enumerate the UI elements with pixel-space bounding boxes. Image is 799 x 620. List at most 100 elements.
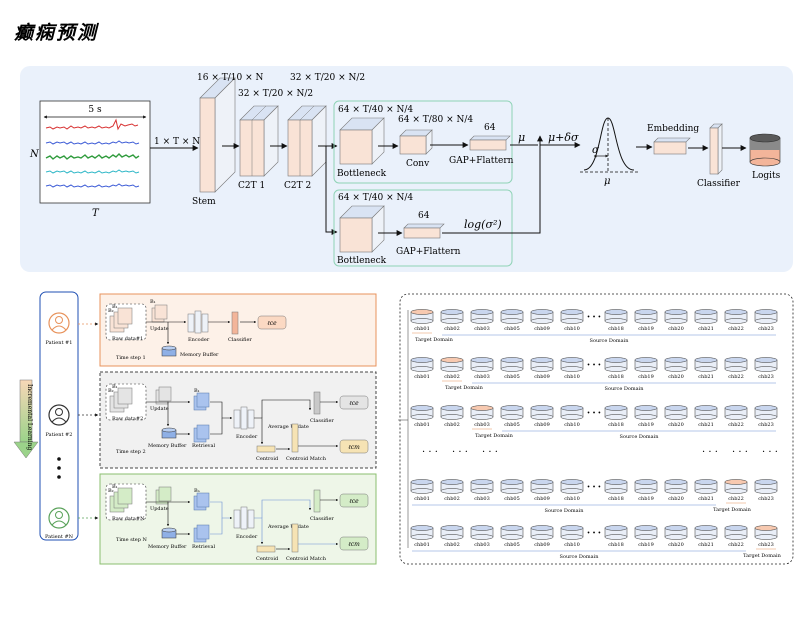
domain-ellipsis: • • •	[587, 362, 601, 369]
mu-sigma-label: μ+δσ	[548, 131, 579, 144]
domain-cylinder	[724, 479, 748, 494]
domain-cylinder	[604, 479, 628, 494]
domain-label: chb22	[728, 422, 744, 428]
conv-dim-label: 64 × T/80 × N/4	[398, 115, 473, 125]
domain-cylinder	[694, 357, 718, 372]
domain-label: chb01	[414, 374, 430, 380]
c2t1-dim-label: 32 × T/20 × N/2	[238, 89, 313, 99]
gap2-dim-label: 64	[418, 211, 430, 221]
domain-cylinder	[440, 405, 464, 420]
domain-label: chb05	[504, 374, 520, 380]
step2-classifier-block	[313, 391, 321, 415]
domain-label: chb03	[474, 422, 490, 428]
domain-label: chb03	[474, 496, 490, 502]
domain-label: chb02	[444, 542, 460, 548]
target-domain-label: Target Domain	[713, 507, 751, 513]
target-domain-label: Target Domain	[445, 385, 483, 391]
domain-cylinder	[724, 405, 748, 420]
step2-mini-stack	[155, 386, 172, 405]
step2-b1: B₁	[112, 384, 118, 390]
domain-cylinder	[410, 405, 434, 420]
step1-raw-label: Raw data#1	[112, 336, 143, 342]
domain-cylinder	[634, 479, 658, 494]
domain-label: chb02	[444, 374, 460, 380]
domain-cylinder	[500, 405, 524, 420]
domain-label: chb18	[608, 496, 624, 502]
gap1-label: GAP+Flattern	[449, 156, 514, 166]
domain-label: chb22	[728, 326, 744, 332]
bottleneck2-block	[339, 205, 385, 253]
stepn-memory-buffer-icon	[161, 527, 177, 539]
domain-cylinder	[560, 357, 584, 372]
domain-label: chb21	[698, 326, 714, 332]
step1-memory-buffer-icon	[161, 345, 177, 357]
stepn-classifier-label: Classifier	[310, 516, 334, 522]
stepn-avg-update-label: Average Update	[267, 524, 309, 530]
gap2-label: GAP+Flattern	[396, 247, 461, 257]
domain-vdots: · · ·	[452, 447, 468, 458]
domain-cylinder	[724, 525, 748, 540]
domain-cylinder	[440, 525, 464, 540]
domain-cylinder	[470, 525, 494, 540]
domain-label: chb20	[668, 326, 684, 332]
step1-b1-mini: B₁	[150, 299, 156, 305]
domain-cylinder	[500, 309, 524, 324]
domain-cylinder	[410, 479, 434, 494]
step2-memory-label: Memory Buffer	[148, 443, 187, 449]
stepn-classifier-block	[313, 489, 321, 513]
domain-ellipsis: • • •	[587, 410, 601, 417]
domain-cylinder	[634, 525, 658, 540]
step1-loss-label: ℓce	[267, 320, 277, 327]
domain-cylinder	[530, 525, 554, 540]
step1-b2: B₂	[108, 308, 114, 314]
eeg-trace-1	[45, 118, 139, 131]
domain-label: chb05	[504, 542, 520, 548]
step2-encoder-block	[233, 406, 255, 430]
step2-blue-stack-top	[193, 392, 210, 411]
domain-label: chb10	[564, 542, 580, 548]
domain-cylinder	[470, 357, 494, 372]
stepn-loss-ce-label: ℓce	[349, 498, 359, 505]
domain-panel	[399, 293, 794, 565]
domain-ellipsis: • • •	[587, 530, 601, 537]
step2-classifier-label: Classifier	[310, 418, 334, 424]
step1-classifier-block	[231, 311, 239, 335]
embedding-block	[653, 137, 691, 155]
bottleneck1-block	[339, 117, 385, 165]
mu-axis-label: μ	[604, 176, 611, 187]
stepn-centroid-label: Centroid	[256, 556, 279, 562]
domain-label: chb05	[504, 326, 520, 332]
domain-cylinder	[530, 405, 554, 420]
step2-centroid-match-label: Centroid Match	[286, 456, 327, 462]
gap2-block	[403, 223, 445, 239]
domain-label: chb01	[414, 326, 430, 332]
domain-cylinder	[604, 309, 628, 324]
domain-label: chb09	[534, 326, 550, 332]
embedding-label: Embedding	[647, 124, 699, 134]
domain-cylinder	[500, 357, 524, 372]
stepn-time-label: Time step N	[116, 537, 148, 543]
step2-loss-ce-label: ℓce	[349, 400, 359, 407]
domain-cylinder	[634, 405, 658, 420]
domain-label: chb10	[564, 422, 580, 428]
eeg-signal-box: 5 s N T	[29, 100, 151, 219]
domain-label: chb22	[728, 496, 744, 502]
domain-cylinder	[470, 405, 494, 420]
c2t2-dim-label: 32 × T/20 × N/2	[290, 73, 365, 83]
domain-cylinder	[664, 479, 688, 494]
stepn-memory-label: Memory Buffer	[148, 544, 187, 550]
stepn-loss-cm-box	[339, 536, 369, 551]
domain-label: chb05	[504, 496, 520, 502]
target-domain-label: Target Domain	[415, 337, 453, 343]
step2-b1-blue: B₁	[194, 388, 200, 394]
domain-label: chb20	[668, 496, 684, 502]
domain-cylinder	[470, 309, 494, 324]
domain-label: chb02	[444, 422, 460, 428]
logits-cylinder-icon	[749, 133, 781, 167]
domain-cylinder	[410, 357, 434, 372]
eeg-trace-2	[45, 140, 140, 145]
domain-cylinder	[530, 309, 554, 324]
domain-label: chb05	[504, 422, 520, 428]
stepn-centroid-box	[256, 545, 276, 553]
